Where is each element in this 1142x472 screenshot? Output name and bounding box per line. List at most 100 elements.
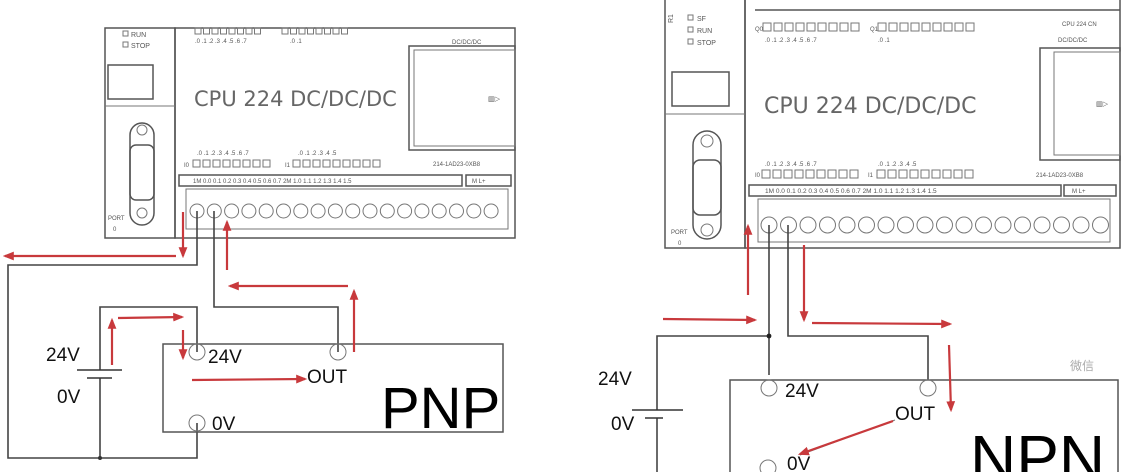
led-square <box>315 27 323 35</box>
led-square <box>298 27 306 35</box>
plc-body: RUN STOP PORT 0 .0 .1 .2 .3 .4 .5 .6 .7 … <box>104 27 516 239</box>
led-stop: STOP <box>131 43 150 50</box>
cartridge-label: DC/DC/DC <box>452 40 482 46</box>
led-square <box>794 169 804 179</box>
led-square <box>773 22 783 32</box>
npn-sensor: 24V OUT 0V NPN <box>729 379 1119 472</box>
led-square <box>307 27 314 35</box>
led-square <box>795 22 805 32</box>
terminal-block <box>189 203 499 219</box>
sensor-out-terminal <box>919 379 937 397</box>
supply-24v-label: 24V <box>46 345 80 366</box>
led-square <box>372 159 381 168</box>
led-square <box>761 169 771 179</box>
output-leds <box>194 27 348 35</box>
screw-terminal <box>838 216 856 234</box>
led-square <box>203 27 210 35</box>
led-square <box>931 169 941 179</box>
input-leds <box>761 169 974 179</box>
sensor-out-terminal <box>329 343 347 361</box>
led-stop: STOP <box>697 40 716 47</box>
led-square <box>828 22 838 32</box>
watermark: 微信 <box>1070 359 1094 373</box>
terminal-strip-labels: 1M 0.0 0.1 0.2 0.3 0.4 0.5 0.6 0.7 2M 1.… <box>193 179 352 185</box>
sensor-out-label: OUT <box>895 404 936 425</box>
led-square <box>254 27 261 35</box>
led-square <box>876 169 886 179</box>
terminal-strip-labels: 1M 0.0 0.1 0.2 0.3 0.4 0.5 0.6 0.7 2M 1.… <box>765 188 937 195</box>
screw-terminal <box>936 216 953 234</box>
current-flow-arrows <box>2 212 359 384</box>
led-square <box>839 22 849 32</box>
sensor-0v-label: 0V <box>787 454 811 472</box>
port-connector <box>692 130 722 240</box>
screw-terminal <box>379 203 395 219</box>
screw-terminal <box>293 203 309 219</box>
led-square <box>362 159 371 168</box>
led-square <box>964 169 974 179</box>
wiring <box>632 225 929 472</box>
led-square <box>302 159 311 168</box>
led-square <box>805 169 815 179</box>
cartridge-arrow-icon: ▥▷ <box>1096 101 1109 108</box>
supply-24v-label: 24V <box>598 369 632 390</box>
screw-terminal <box>858 216 875 234</box>
led-square <box>245 27 253 35</box>
led-square <box>816 169 826 179</box>
screw-terminal <box>877 216 895 234</box>
led-square <box>252 159 261 168</box>
input-bit-labels-i0: .0 .1 .2 .3 .4 .5 .6 .7 <box>765 162 817 168</box>
output-bit-labels-q1: .0 .1 <box>878 38 890 44</box>
plc-body: SF RUN STOP PORT 0 Q0 Q1 .0 .1 .2 .3 .4 … <box>664 0 1121 249</box>
screw-terminal <box>819 216 836 234</box>
led-square <box>220 27 227 35</box>
led-square <box>877 22 887 32</box>
led-square <box>290 27 297 35</box>
led-square <box>194 27 202 35</box>
led-square <box>237 27 244 35</box>
pnp-sensor: 24V OUT 0V PNP <box>162 343 504 441</box>
power-strip-labels: M L+ <box>472 179 486 185</box>
led-square <box>212 159 221 168</box>
led-square <box>806 22 816 32</box>
cpu-model-label: CPU 224 DC/DC/DC <box>764 94 976 119</box>
part-number: 214-1AD23-0XB8 <box>1036 173 1084 179</box>
output-leds <box>762 22 975 32</box>
pnp-panel: RUN STOP PORT 0 .0 .1 .2 .3 .4 .5 .6 .7 … <box>2 27 516 460</box>
screw-terminal <box>955 216 973 234</box>
led-square <box>954 22 964 32</box>
output-bit-labels: .0 .1 .2 .3 .4 .5 .6 .7 <box>765 38 817 44</box>
screw-terminal <box>449 203 464 219</box>
led-square <box>953 169 963 179</box>
sensor-24v-label: 24V <box>208 347 242 368</box>
memory-cartridge <box>1039 47 1121 161</box>
led-sf: SF <box>697 16 706 23</box>
led-square <box>943 22 953 32</box>
screw-terminal <box>258 203 274 219</box>
led-square <box>850 22 860 32</box>
led-square <box>965 22 975 32</box>
sensor-24v-terminal <box>188 343 206 361</box>
led-square <box>324 27 331 35</box>
screw-terminal <box>897 216 914 234</box>
q0-label: Q0 <box>755 27 764 33</box>
screw-terminal <box>466 203 482 219</box>
screw-terminal <box>362 203 378 219</box>
corner-label: R1 <box>668 14 675 23</box>
screw-terminal <box>975 216 992 234</box>
i0-label: I0 <box>755 173 761 179</box>
wiring <box>7 211 339 460</box>
port-label: PORT <box>108 216 125 222</box>
input-bit-labels-i1: .0 .1 .2 .3 .4 .5 <box>878 162 917 168</box>
sensor-type-label: NPN <box>970 422 1105 472</box>
sensor-24v-label: 24V <box>785 381 819 402</box>
screw-terminal <box>1053 216 1070 234</box>
screw-terminal <box>1072 216 1090 234</box>
screw-terminal <box>799 216 817 234</box>
led-square <box>921 22 931 32</box>
led-square <box>887 169 897 179</box>
screw-terminal <box>483 203 499 219</box>
led-square <box>899 22 909 32</box>
input-bit-labels-i1: .0 .1 .2 .3 .4 .5 <box>298 151 337 157</box>
